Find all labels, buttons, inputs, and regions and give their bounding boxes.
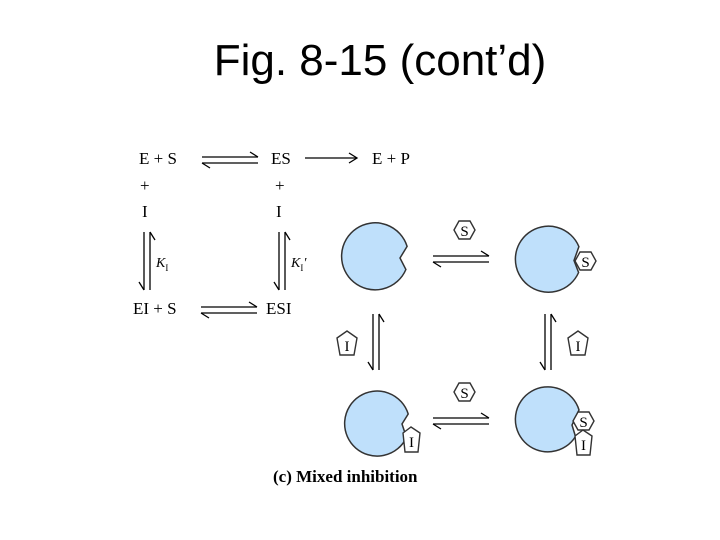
enzyme-substrate-inhibitor-complex xyxy=(514,386,580,453)
figure-caption: (c) Mixed inhibition xyxy=(273,467,418,486)
equilibrium-arrow-esi-vertical xyxy=(273,231,291,291)
arrow-inhibitor-binding-left xyxy=(367,313,385,371)
label-ki-prime: KI′ xyxy=(291,256,307,273)
bound-inhibitor-esi: I xyxy=(574,429,593,456)
label-ki: KI xyxy=(156,256,169,273)
svg-text:I: I xyxy=(409,435,414,451)
svg-text:S: S xyxy=(460,224,468,240)
svg-text:S: S xyxy=(581,255,589,271)
free-inhibitor-left: I xyxy=(336,330,358,356)
label-ei-plus-s: EI + S xyxy=(133,299,177,318)
label-e-plus-s: E + S xyxy=(139,149,177,168)
forward-arrow-product xyxy=(305,152,359,164)
equilibrium-arrow-ei xyxy=(138,231,156,291)
label-i-right: I xyxy=(276,202,282,221)
label-es: ES xyxy=(271,149,291,168)
enzyme-inhibitor-complex xyxy=(343,390,410,457)
plus-right: + xyxy=(275,176,285,195)
bound-substrate-esi: S xyxy=(572,411,595,431)
arrow-inhibitor-binding-right xyxy=(539,313,557,371)
enzyme-free xyxy=(340,222,408,291)
equilibrium-arrow-es xyxy=(201,151,259,169)
arrow-substrate-binding-top xyxy=(432,250,490,268)
bound-substrate-es: S xyxy=(574,251,597,271)
free-substrate-top: S xyxy=(453,220,476,240)
svg-text:I: I xyxy=(581,438,586,454)
svg-text:S: S xyxy=(460,386,468,402)
plus-left: + xyxy=(140,176,150,195)
free-inhibitor-right: I xyxy=(567,330,589,356)
svg-text:I: I xyxy=(345,339,350,355)
slide-title: Fig. 8-15 (cont’d) xyxy=(213,36,547,85)
free-substrate-bottom: S xyxy=(453,382,476,402)
svg-text:I: I xyxy=(576,339,581,355)
arrow-substrate-binding-bottom xyxy=(432,412,490,430)
enzyme-substrate-complex xyxy=(514,225,580,293)
label-i-left: I xyxy=(142,202,148,221)
equilibrium-arrow-esi xyxy=(200,301,258,319)
label-e-plus-p: E + P xyxy=(372,149,410,168)
svg-text:S: S xyxy=(579,415,587,431)
label-esi: ESI xyxy=(266,299,292,318)
bound-inhibitor-ei: I xyxy=(402,426,421,453)
